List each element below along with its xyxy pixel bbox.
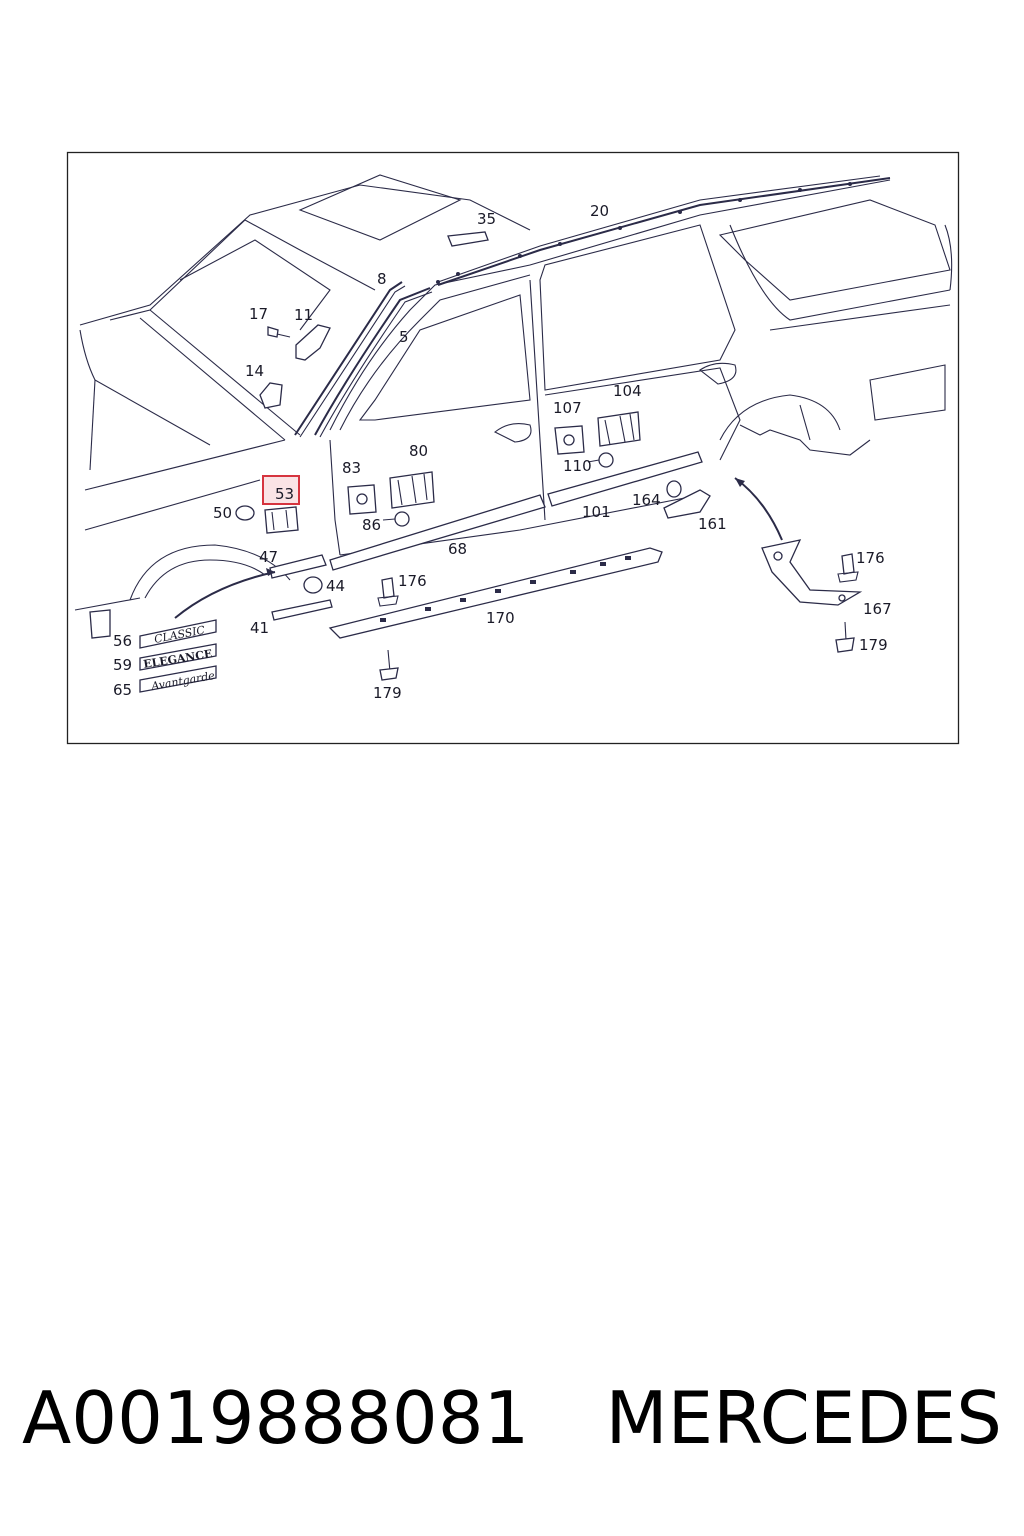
callout-65: 65 bbox=[113, 681, 132, 699]
part-68-moulding bbox=[329, 494, 546, 571]
callout-56: 56 bbox=[113, 632, 132, 650]
callout-5: 5 bbox=[399, 328, 409, 346]
part-44-plug bbox=[303, 576, 323, 594]
part-11-bracket bbox=[295, 324, 331, 361]
callout-104: 104 bbox=[613, 382, 642, 400]
callout-20: 20 bbox=[590, 202, 609, 220]
part-53-clip bbox=[264, 506, 299, 534]
callout-41: 41 bbox=[250, 619, 269, 637]
callout-68: 68 bbox=[448, 540, 467, 558]
part-5-pillar-trim bbox=[314, 287, 431, 436]
part-101-moulding bbox=[547, 451, 703, 507]
callout-47: 47 bbox=[259, 548, 278, 566]
brand-name: MERCEDES bbox=[605, 1376, 1002, 1460]
part-14-bracket bbox=[259, 382, 283, 409]
callout-161: 161 bbox=[698, 515, 727, 533]
callout-35: 35 bbox=[477, 210, 496, 228]
callout-labels: 35 20 8 17 11 5 14 104 107 80 83 110 53 … bbox=[113, 202, 892, 702]
part-35-clip bbox=[447, 231, 489, 247]
callout-50: 50 bbox=[213, 504, 232, 522]
part-161-end-cap bbox=[663, 489, 711, 519]
callout-176: 176 bbox=[398, 572, 427, 590]
callout-164: 164 bbox=[632, 491, 661, 509]
callout-179-right: 179 bbox=[859, 636, 888, 654]
callout-53: 53 bbox=[275, 485, 294, 503]
callout-59: 59 bbox=[113, 656, 132, 674]
callout-170: 170 bbox=[486, 609, 515, 627]
part-50-plug bbox=[235, 505, 255, 521]
callout-14: 14 bbox=[245, 362, 264, 380]
callout-179: 179 bbox=[373, 684, 402, 702]
fender-bracket bbox=[89, 609, 111, 639]
callout-8: 8 bbox=[377, 270, 387, 288]
front-arrow bbox=[174, 571, 276, 619]
callout-101: 101 bbox=[582, 503, 611, 521]
callout-11: 11 bbox=[294, 306, 313, 324]
part-104-clip bbox=[597, 411, 641, 447]
callout-86: 86 bbox=[362, 516, 381, 534]
callout-110: 110 bbox=[563, 457, 592, 475]
part-110-screw bbox=[598, 452, 614, 468]
part-179-bolt-right bbox=[835, 621, 855, 653]
part-41-strip bbox=[271, 599, 333, 621]
callout-107: 107 bbox=[553, 399, 582, 417]
highlight-box bbox=[262, 475, 300, 505]
part-17-screw bbox=[267, 326, 291, 338]
part-5-pillar-trim-b bbox=[319, 291, 433, 438]
emblem-plates bbox=[139, 619, 217, 693]
callout-83: 83 bbox=[342, 459, 361, 477]
part-47-moulding bbox=[269, 554, 327, 579]
callout-17: 17 bbox=[249, 305, 268, 323]
part-179-bolt bbox=[379, 649, 399, 681]
footer: A0019888081 MERCEDES bbox=[0, 1368, 1024, 1468]
part-20-roof-rail bbox=[436, 182, 852, 284]
callout-80: 80 bbox=[409, 442, 428, 460]
part-176-nut-right bbox=[841, 553, 855, 575]
part-164-plug bbox=[666, 480, 682, 498]
part-176-nut bbox=[381, 577, 395, 599]
callout-167: 167 bbox=[863, 600, 892, 618]
callout-44: 44 bbox=[326, 577, 345, 595]
parts bbox=[89, 182, 863, 693]
callout-176-right: 176 bbox=[856, 549, 885, 567]
part-8-pillar-strip-b bbox=[299, 285, 406, 438]
part-number: A0019888081 bbox=[22, 1376, 530, 1460]
car-body-outline bbox=[74, 174, 953, 611]
part-8-pillar-strip bbox=[294, 281, 403, 436]
part-167-bracket bbox=[761, 539, 863, 606]
part-86-screw bbox=[394, 511, 410, 527]
